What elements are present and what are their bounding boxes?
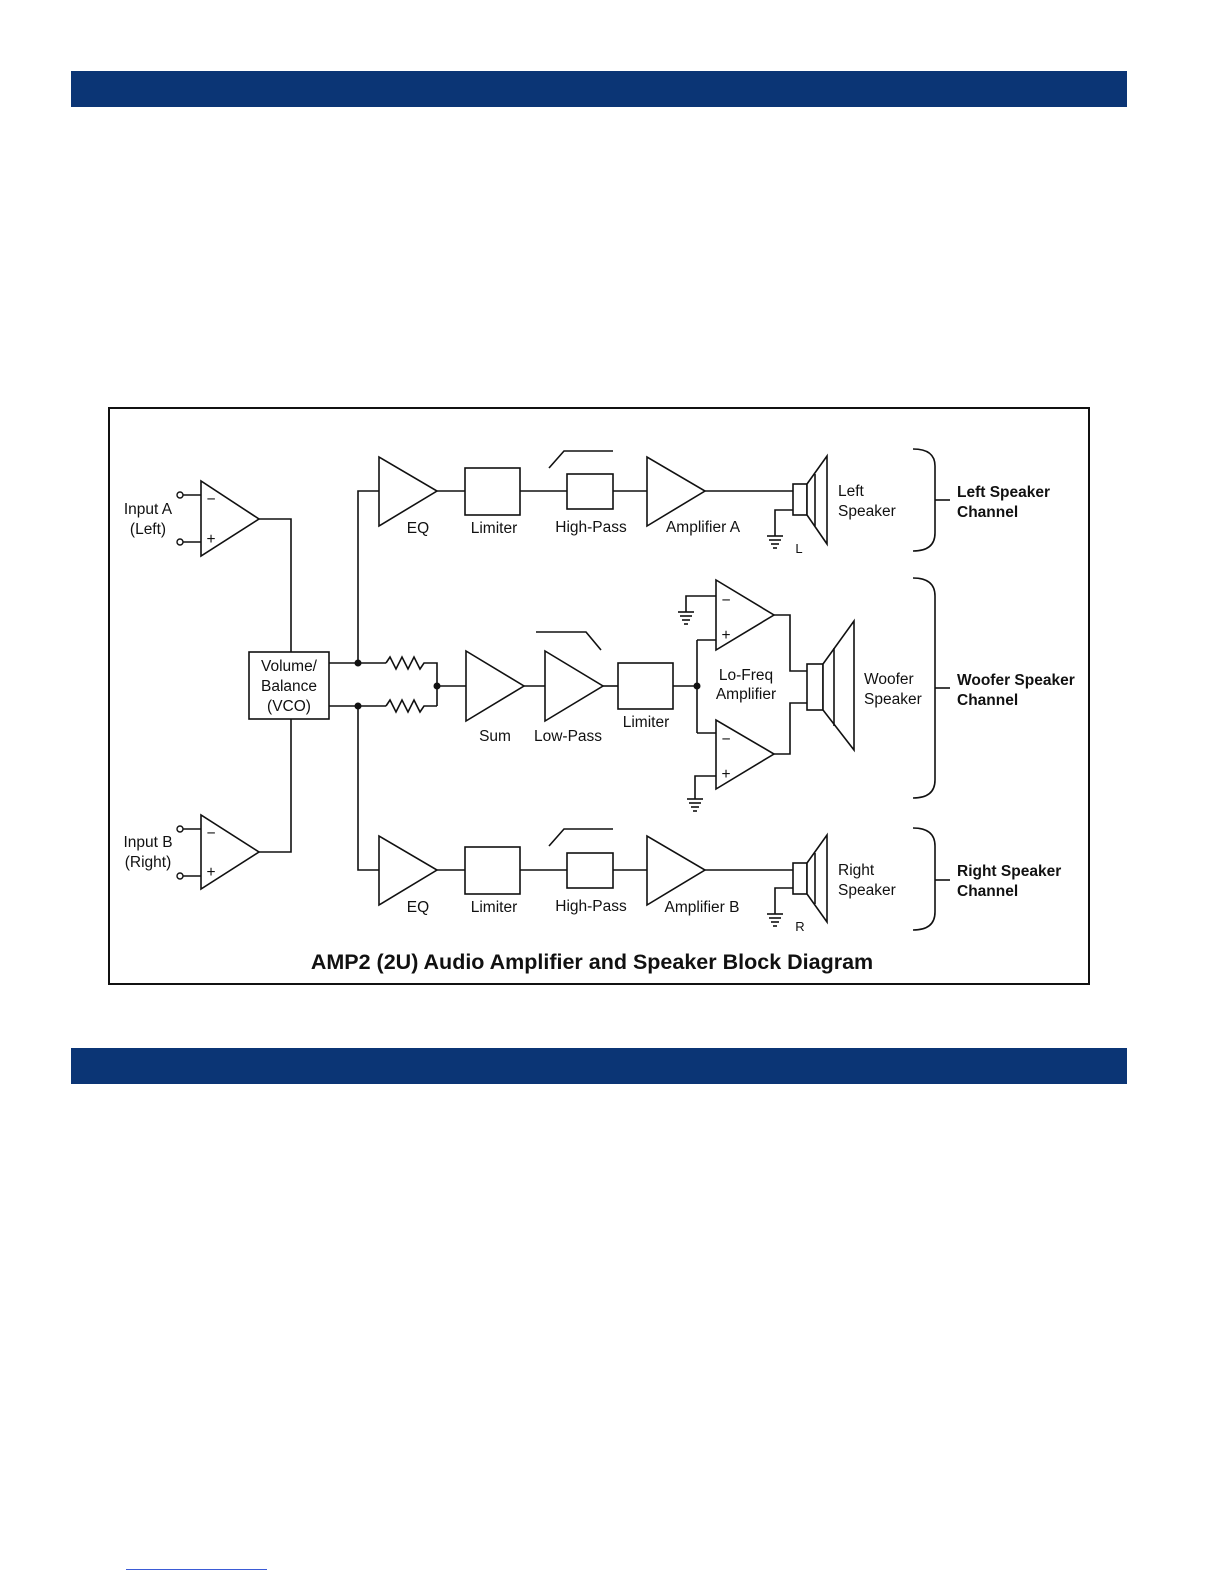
amplifier-a-label: Amplifier A [666,519,741,536]
woofer-limiter-label: Limiter [623,714,670,731]
sum-triangle [465,649,526,723]
right-channel-bracket [912,827,936,931]
right-limiter-label: Limiter [471,899,518,916]
amplifier-b-triangle [646,834,707,907]
amplifier-b-label: Amplifier B [665,899,740,916]
svg-text:−: − [721,592,730,609]
lofreq-label-2: Amplifier [716,686,776,703]
resistor-top [385,655,438,706]
woofer-channel-label-2: Channel [957,692,1018,709]
footer-link-underline [126,1569,267,1570]
diagram-caption: AMP2 (2U) Audio Amplifier and Speaker Bl… [311,950,873,974]
right-highpass-curve [548,828,613,847]
input-a-label: Input A [124,501,173,518]
left-limiter-label: Limiter [471,520,518,537]
input-a-opamp: − + [176,479,261,558]
input-b-plus: + [206,864,215,881]
left-highpass-curve [548,450,613,469]
left-channel-label-1: Left Speaker [957,484,1050,501]
right-ground-icon [767,913,783,927]
sum-label: Sum [479,728,511,745]
input-a-sublabel: (Left) [130,521,166,538]
lofreq-opamp-bottom: − + [687,718,776,812]
right-eq-triangle [378,834,439,907]
left-highpass-label: High-Pass [555,519,627,536]
lofreq-label-1: Lo-Freq [719,667,773,684]
woofer-channel-label-1: Woofer Speaker [957,672,1075,689]
woofer-limiter-block [617,662,674,710]
input-b-label: Input B [123,834,172,851]
left-eq-triangle [378,455,439,528]
left-ground-icon [767,535,783,549]
right-channel-label-2: Channel [957,883,1018,900]
right-limiter-block [464,846,521,895]
right-speaker-tag: R [795,919,804,934]
lowpass-label: Low-Pass [534,728,602,745]
woofer-speaker-label-1: Woofer [864,671,914,688]
right-highpass-block [566,852,614,889]
volume-label-1: Volume/ [261,658,318,675]
volume-label-2: Balance [261,678,317,695]
volume-balance-block [248,651,330,720]
lofreq-opamp-top: − + [678,578,776,652]
input-b-sublabel: (Right) [125,854,172,871]
input-a-plus: + [206,531,215,548]
left-highpass-block [566,473,614,510]
right-speaker-icon [792,832,828,925]
resistor-bottom [385,698,437,714]
left-eq-label: EQ [407,520,429,537]
amplifier-a-triangle [646,455,707,528]
input-a-minus: − [206,491,215,508]
svg-text:+: + [721,766,730,783]
section-header-bar-top [71,71,1127,107]
left-speaker-label-2: Speaker [838,503,896,520]
volume-label-3: (VCO) [267,698,311,715]
left-limiter-block [464,467,521,516]
left-channel-label-2: Channel [957,504,1018,521]
left-speaker-label-1: Left [838,483,865,500]
right-highpass-label: High-Pass [555,898,627,915]
right-eq-label: EQ [407,899,429,916]
svg-text:−: − [721,731,730,748]
right-channel-label-1: Right Speaker [957,863,1061,880]
section-header-bar-bottom [71,1048,1127,1084]
right-speaker-label-1: Right [838,862,875,879]
right-speaker-label-2: Speaker [838,882,896,899]
svg-text:+: + [721,627,730,644]
left-speaker-tag: L [795,541,802,556]
lowpass-curve [536,631,602,651]
left-speaker-icon [792,453,828,547]
woofer-speaker-icon [806,618,855,753]
lowpass-triangle [544,649,605,723]
woofer-speaker-label-2: Speaker [864,691,922,708]
input-b-opamp: − + [176,813,261,891]
input-b-minus: − [206,825,215,842]
